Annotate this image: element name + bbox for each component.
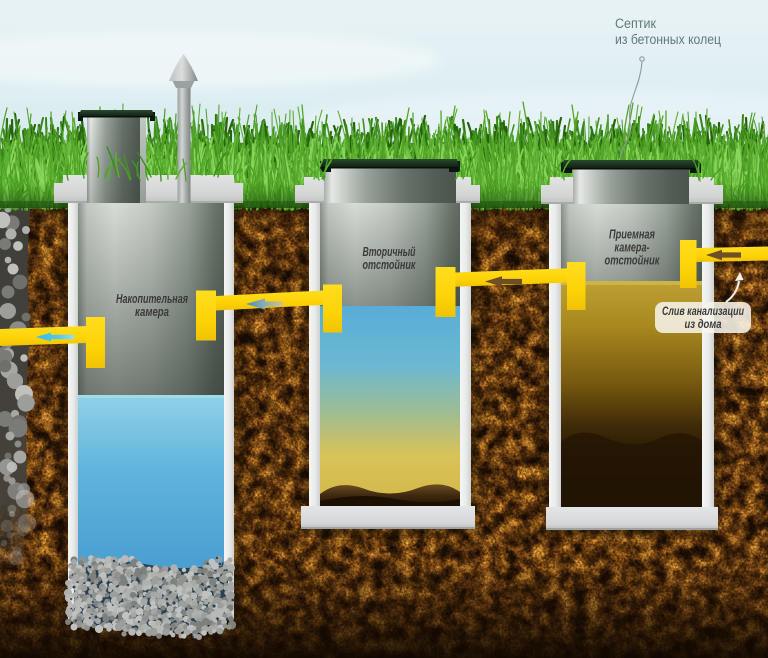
svg-text:отстойник: отстойник — [363, 257, 417, 272]
svg-text:Вторичный: Вторичный — [363, 244, 416, 259]
svg-text:Накопительная: Накопительная — [116, 291, 188, 306]
svg-text:из бетонных колец: из бетонных колец — [615, 32, 721, 47]
svg-text:Септик: Септик — [615, 16, 656, 31]
svg-text:камера-: камера- — [615, 240, 650, 255]
svg-text:камера: камера — [135, 304, 169, 319]
svg-text:из дома: из дома — [685, 317, 722, 331]
svg-text:Приемная: Приемная — [609, 227, 655, 242]
svg-text:Слив канализации: Слив канализации — [662, 304, 744, 318]
svg-text:отстойник: отстойник — [605, 253, 661, 268]
